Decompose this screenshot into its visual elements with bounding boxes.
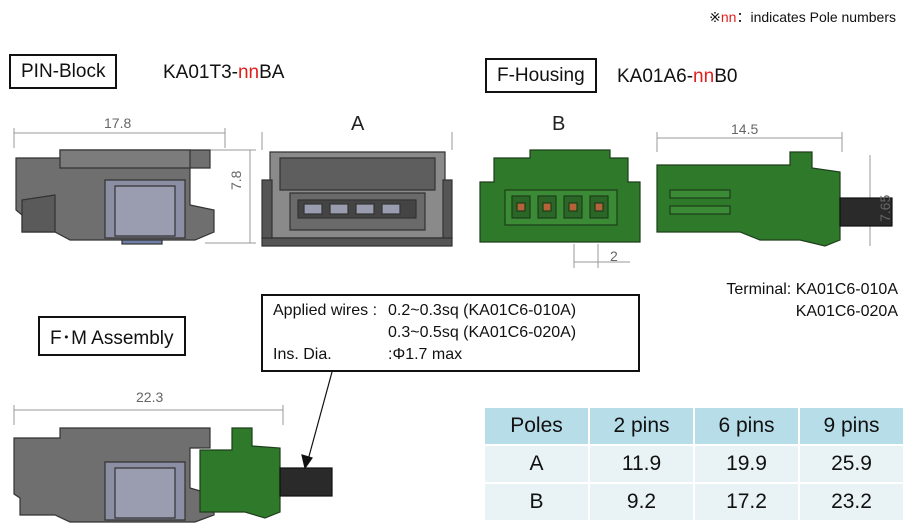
note-code: nn bbox=[720, 9, 737, 25]
housing-length-dim: 14.5 bbox=[731, 121, 759, 137]
table-header-6pins: 6 pins bbox=[693, 406, 800, 446]
wires-row-2: 0.3~0.5sq (KA01C6-020A) bbox=[273, 322, 628, 344]
table-header-2pins: 2 pins bbox=[588, 406, 695, 446]
f-housing-part-prefix: KA01A6- bbox=[617, 66, 694, 87]
pin-block-side-view bbox=[13, 128, 256, 244]
table-cell: 9.2 bbox=[588, 482, 695, 522]
poles-dimension-table: Poles 2 pins 6 pins 9 pins A 11.9 19.9 2… bbox=[483, 406, 905, 522]
pin-block-body bbox=[15, 149, 215, 245]
wires-row-1-key: Applied wires : bbox=[273, 302, 378, 319]
f-housing-part-suffix: B0 bbox=[714, 66, 738, 87]
table-header-9pins: 9 pins bbox=[798, 406, 905, 446]
wires-row-3-key: Ins. Dia. bbox=[273, 346, 332, 363]
terminal-part-1: KA01C6-010A bbox=[795, 281, 898, 298]
f-housing-side-view bbox=[656, 151, 893, 247]
f-housing-label: F-Housing bbox=[485, 58, 597, 93]
terminal-label: Terminal: bbox=[726, 281, 792, 298]
pin-block-part-prefix: KA01T3- bbox=[163, 62, 238, 83]
note-text: ：indicates Pole numbers bbox=[736, 9, 896, 25]
wires-row-3-value: :Φ1.7 max bbox=[388, 346, 463, 363]
pin-block-part-code: nn bbox=[237, 62, 260, 83]
f-housing-part-code: nn bbox=[693, 66, 715, 87]
pin-block-length-dim: 17.8 bbox=[104, 115, 132, 131]
assembly-drawing bbox=[13, 427, 333, 523]
note-mark: ※ bbox=[709, 9, 721, 25]
wires-row-2-value: 0.3~0.5sq (KA01C6-020A) bbox=[388, 324, 577, 341]
pitch-dim: 2 bbox=[610, 248, 618, 264]
table-cell: B bbox=[483, 482, 590, 522]
applied-wires-box: Applied wires : 0.2~0.3sq (KA01C6-010A) … bbox=[261, 294, 640, 372]
view-b-drawing bbox=[479, 149, 641, 243]
table-cell: 25.9 bbox=[798, 444, 905, 484]
terminal-info: Terminal: KA01C6-010A KA01C6-020A bbox=[726, 279, 898, 323]
pin-block-part-number: KA01T3-nnBA bbox=[163, 62, 284, 84]
table-cell: 11.9 bbox=[588, 444, 695, 484]
table-row: B 9.2 17.2 23.2 bbox=[483, 482, 905, 522]
table-header-poles: Poles bbox=[483, 406, 590, 446]
wires-row-1-value: 0.2~0.3sq (KA01C6-010A) bbox=[388, 302, 577, 319]
table-row: A 11.9 19.9 25.9 bbox=[483, 444, 905, 484]
pin-block-label: PIN-Block bbox=[9, 54, 118, 89]
wires-row-3: Ins. Dia. :Φ1.7 max bbox=[273, 344, 628, 366]
f-housing-part-number: KA01A6-nnB0 bbox=[617, 66, 737, 88]
assembly-dimensions bbox=[13, 405, 284, 425]
terminal-part-2: KA01C6-020A bbox=[795, 303, 898, 320]
housing-height-dim: 7.65 bbox=[877, 194, 893, 222]
wire-callout-arrow bbox=[301, 371, 333, 470]
view-b-label: B bbox=[552, 113, 566, 135]
pitch-dimension bbox=[573, 244, 630, 268]
pin-block-part-suffix: BA bbox=[259, 62, 285, 83]
table-cell: 17.2 bbox=[693, 482, 800, 522]
view-a-drawing bbox=[261, 132, 453, 247]
terminal-line-1: Terminal: KA01C6-010A bbox=[726, 279, 898, 301]
view-a-label: A bbox=[351, 113, 365, 135]
table-cell: 19.9 bbox=[693, 444, 800, 484]
fm-assembly-label: F･M Assembly bbox=[38, 316, 186, 356]
assembly-length-dim: 22.3 bbox=[136, 389, 164, 405]
table-header-row: Poles 2 pins 6 pins 9 pins bbox=[483, 406, 905, 446]
pin-block-height-dim: 7.8 bbox=[228, 170, 244, 190]
table-cell: A bbox=[483, 444, 590, 484]
wires-row-1: Applied wires : 0.2~0.3sq (KA01C6-010A) bbox=[273, 300, 628, 322]
table-cell: 23.2 bbox=[798, 482, 905, 522]
pole-number-note: ※nn：indicates Pole numbers bbox=[709, 7, 896, 27]
